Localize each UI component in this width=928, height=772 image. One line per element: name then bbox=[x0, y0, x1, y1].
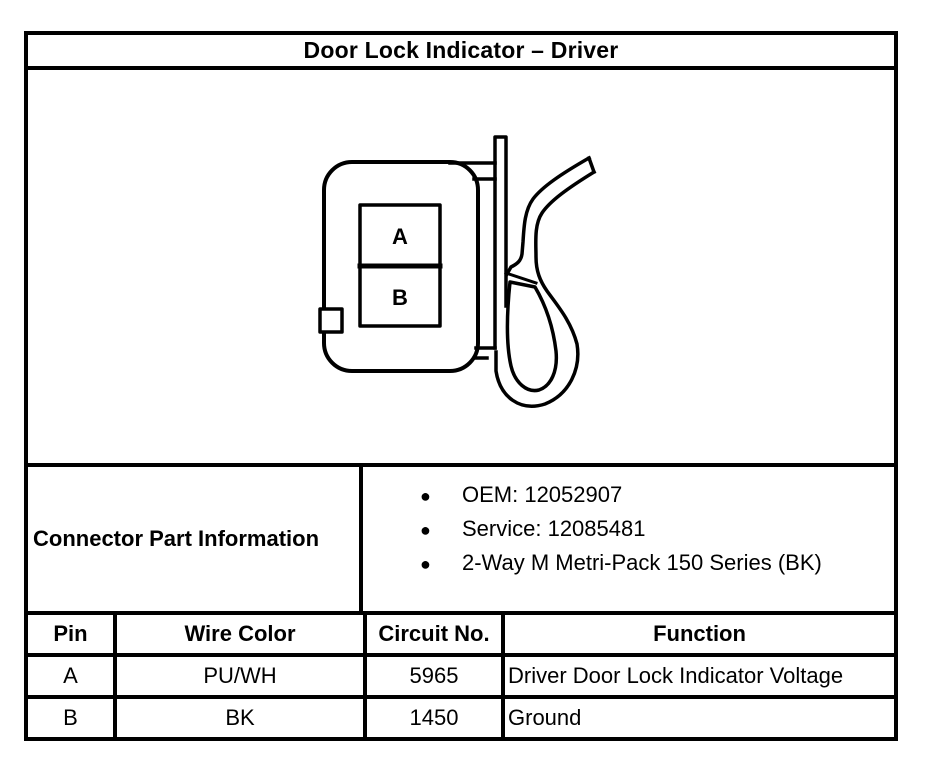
clip-loop-hole bbox=[505, 280, 559, 393]
header-circuit-no: Circuit No. bbox=[367, 615, 505, 653]
oem-number: OEM: 12052907 bbox=[462, 482, 623, 507]
header-function: Function bbox=[653, 621, 746, 646]
circuit-no-value: 5965 bbox=[367, 657, 505, 695]
connector-part-info-list: ● OEM: 12052907 ● Service: 12085481 ● 2-… bbox=[363, 467, 894, 611]
upper-tab bbox=[448, 161, 497, 181]
pin-value: A bbox=[28, 657, 117, 695]
connector-info-sheet: Door Lock Indicator – Driver bbox=[24, 31, 898, 741]
connector-drawing: A B bbox=[318, 135, 597, 408]
bullet-icon: ● bbox=[420, 554, 431, 574]
list-item: ● 2-Way M Metri-Pack 150 Series (BK) bbox=[363, 546, 894, 580]
list-item: ● OEM: 12052907 bbox=[363, 478, 894, 512]
clip-outer-edge bbox=[494, 169, 597, 408]
bracket-bar bbox=[493, 135, 508, 350]
clip-tip bbox=[586, 155, 597, 175]
pin-a-label: A bbox=[392, 224, 408, 249]
connector-part-info-label: Connector Part Information bbox=[28, 467, 363, 611]
header-pin: Pin bbox=[28, 615, 117, 653]
connector-diagram: A B bbox=[28, 70, 894, 467]
page-title: Door Lock Indicator – Driver bbox=[28, 35, 894, 70]
series-description: 2-Way M Metri-Pack 150 Series (BK) bbox=[462, 550, 822, 575]
clip-inner-edge bbox=[504, 155, 592, 277]
wire-color-value: BK bbox=[117, 699, 367, 737]
wire-color-value: PU/WH bbox=[117, 657, 367, 695]
clip-fold-line bbox=[504, 271, 538, 285]
function-value: Ground bbox=[508, 705, 582, 730]
pin-value: B bbox=[28, 699, 117, 737]
pin-b-label: B bbox=[392, 285, 408, 310]
pin-table-header-row: Pin Wire Color Circuit No. Function bbox=[28, 615, 894, 657]
function-value: Driver Door Lock Indicator Voltage bbox=[508, 663, 844, 688]
bullet-icon: ● bbox=[420, 520, 431, 540]
bullet-icon: ● bbox=[420, 486, 431, 506]
list-item: ● Service: 12085481 bbox=[363, 512, 894, 546]
table-row-pin-b: B BK 1450 Ground bbox=[28, 699, 894, 737]
lower-tab bbox=[474, 346, 497, 360]
table-row-pin-a: A PU/WH 5965 Driver Door Lock Indicator … bbox=[28, 657, 894, 699]
connector-part-info-section: Connector Part Information ● OEM: 120529… bbox=[28, 467, 894, 615]
circuit-no-value: 1450 bbox=[367, 699, 505, 737]
header-wire-color: Wire Color bbox=[117, 615, 367, 653]
service-number: Service: 12085481 bbox=[462, 516, 646, 541]
body-index-notch bbox=[318, 307, 344, 334]
